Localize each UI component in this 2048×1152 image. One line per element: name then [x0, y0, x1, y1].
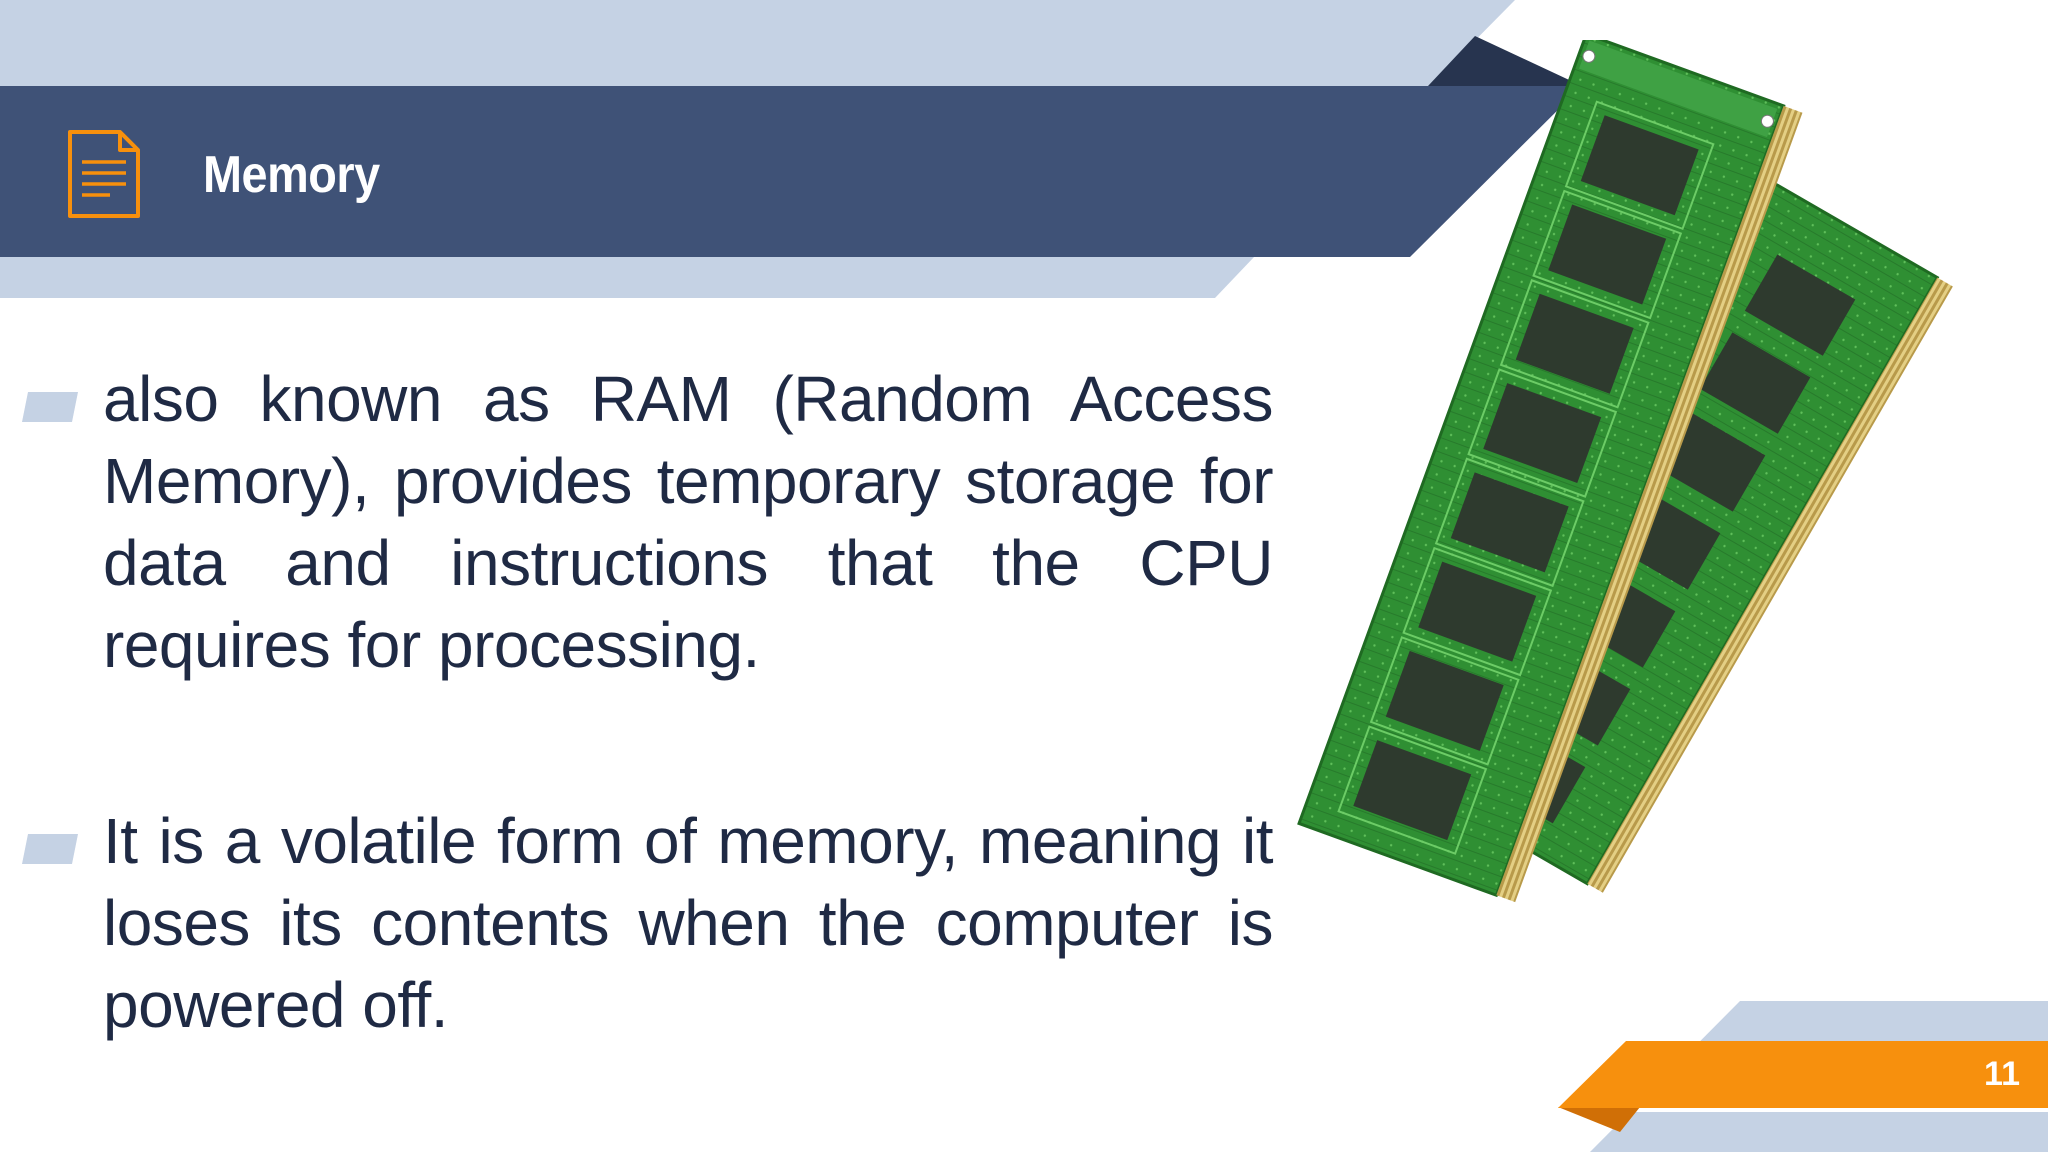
- page-number: 11: [1984, 1055, 2020, 1093]
- bullet-marker-icon: [22, 834, 78, 864]
- header-band: [0, 86, 1582, 257]
- page-number-band: [1558, 1041, 2048, 1108]
- bullet-text-volatile: It is a volatile form of memory, meaning…: [103, 805, 1274, 1041]
- lower-light-band: [0, 256, 1255, 298]
- document-icon: [68, 130, 140, 218]
- bottom-dark-orange: [1558, 1107, 1640, 1132]
- top-light-band: [0, 0, 1515, 86]
- slide-title: Memory: [203, 146, 380, 204]
- ram-module-front: [1297, 40, 1803, 903]
- bullet-text-ram: also known as RAM (Random Access Memory)…: [103, 363, 1274, 681]
- bullet-marker-icon: [22, 392, 78, 422]
- bottom-white-cut: [1596, 1108, 2048, 1112]
- header-dark-triangle: [1428, 36, 1582, 86]
- ram-modules-image: [1297, 40, 1953, 903]
